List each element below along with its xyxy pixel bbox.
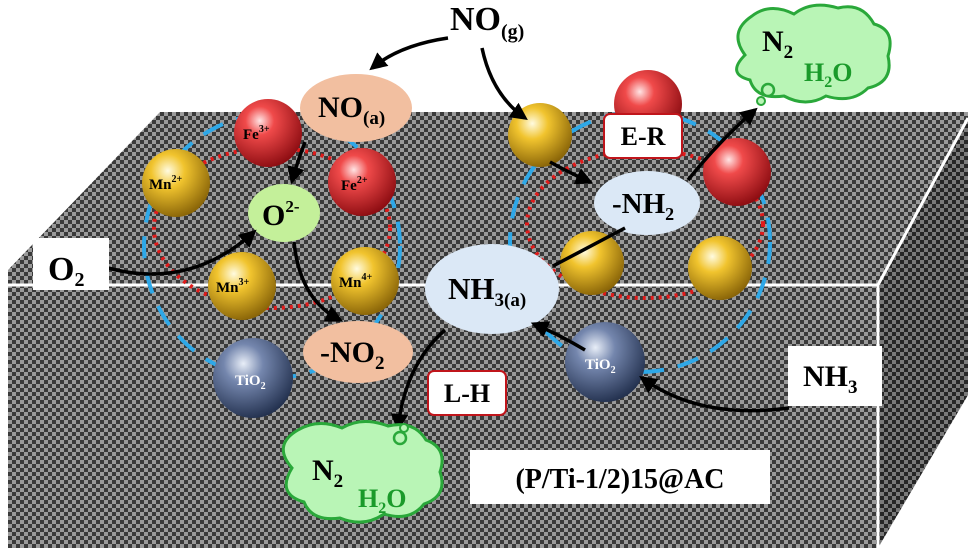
- svg-text:TiO2: TiO2: [235, 373, 266, 392]
- sphere-mn-far-right: [688, 236, 752, 300]
- svg-text:NH3(a): NH3(a): [448, 271, 526, 311]
- bottom-product-cloud: N2 H2O: [281, 420, 444, 524]
- sphere-mn4: Mn4+: [331, 247, 399, 315]
- arrow-ominus-to-no2: [292, 241, 344, 322]
- arrow-o2-to-ominus: [107, 229, 257, 276]
- arrow-nh3ads-to-bottom-product: [390, 328, 447, 432]
- svg-text:N2: N2: [762, 25, 793, 63]
- svg-text:L-H: L-H: [444, 379, 490, 408]
- svg-text:Fe3+: Fe3+: [243, 124, 270, 143]
- svg-text:H2O: H2O: [804, 58, 852, 91]
- arrow-nogas-to-noads: [369, 36, 449, 71]
- svg-text:N2: N2: [312, 454, 343, 492]
- sphere-fe2: Fe2+: [328, 148, 396, 216]
- o-minus-bubble: O2-: [248, 184, 320, 242]
- nh3-label-box: NH3: [788, 346, 882, 406]
- substrate-side-face: [878, 118, 968, 548]
- svg-text:Fe2+: Fe2+: [341, 175, 368, 194]
- sphere-tio2-left: TiO2: [213, 338, 293, 418]
- substrate-front-face: [8, 285, 878, 548]
- svg-text:(P/Ti-1/2)15@AC: (P/Ti-1/2)15@AC: [515, 464, 724, 495]
- svg-text:Mn3+: Mn3+: [216, 277, 250, 296]
- sphere-mn3: Mn3+: [208, 252, 276, 320]
- no2-bubble: -NO2: [303, 321, 413, 383]
- sphere-fe-right: [703, 138, 771, 206]
- svg-text:Mn4+: Mn4+: [339, 272, 373, 291]
- svg-text:-NO2: -NO2: [320, 336, 385, 374]
- svg-text:O2-: O2-: [262, 197, 300, 232]
- sphere-fe3: Fe3+: [234, 99, 302, 167]
- svg-text:Mn2+: Mn2+: [149, 174, 183, 193]
- svg-text:E-R: E-R: [621, 122, 666, 151]
- er-label: E-R: [603, 113, 683, 159]
- nh3-adsorbed-bubble: NH3(a): [425, 244, 559, 334]
- arrow-noads-to-ominus: [287, 141, 307, 185]
- line-nh3ads-to-nh2: [552, 226, 626, 268]
- svg-text:O2: O2: [48, 251, 84, 291]
- svg-text:H2O: H2O: [358, 484, 406, 517]
- reaction-arrows: [107, 36, 790, 432]
- top-product-cloud: N2 H2O: [735, 3, 892, 106]
- lh-label: L-H: [427, 370, 507, 416]
- arrow-nh2-to-top-product: [686, 107, 758, 182]
- sphere-tio2-right: TiO2: [565, 322, 645, 402]
- arrow-tio2-to-nh3ads: [530, 321, 586, 352]
- svg-text:NO(g): NO(g): [450, 1, 524, 43]
- sphere-mn2: Mn2+: [142, 149, 210, 217]
- arrow-nh3-to-tio2: [639, 375, 790, 413]
- nh2-bubble: -NH2: [594, 171, 700, 235]
- arrow-mn-to-nh2: [549, 160, 594, 185]
- sphere-mn-mid-right: [560, 231, 624, 295]
- svg-text:TiO2: TiO2: [585, 357, 616, 376]
- svg-text:NH3: NH3: [803, 360, 858, 398]
- no-gas-label: NO(g): [450, 1, 524, 43]
- o2-label-box: O2: [33, 238, 109, 291]
- arrow-nogas-to-er-site: [480, 47, 528, 121]
- catalyst-label: (P/Ti-1/2)15@AC: [470, 450, 770, 504]
- svg-text:NO(a): NO(a): [318, 91, 385, 129]
- left-red-ring: [152, 146, 392, 310]
- svg-text:-NH2: -NH2: [612, 188, 674, 224]
- no-adsorbed-bubble: NO(a): [300, 74, 412, 142]
